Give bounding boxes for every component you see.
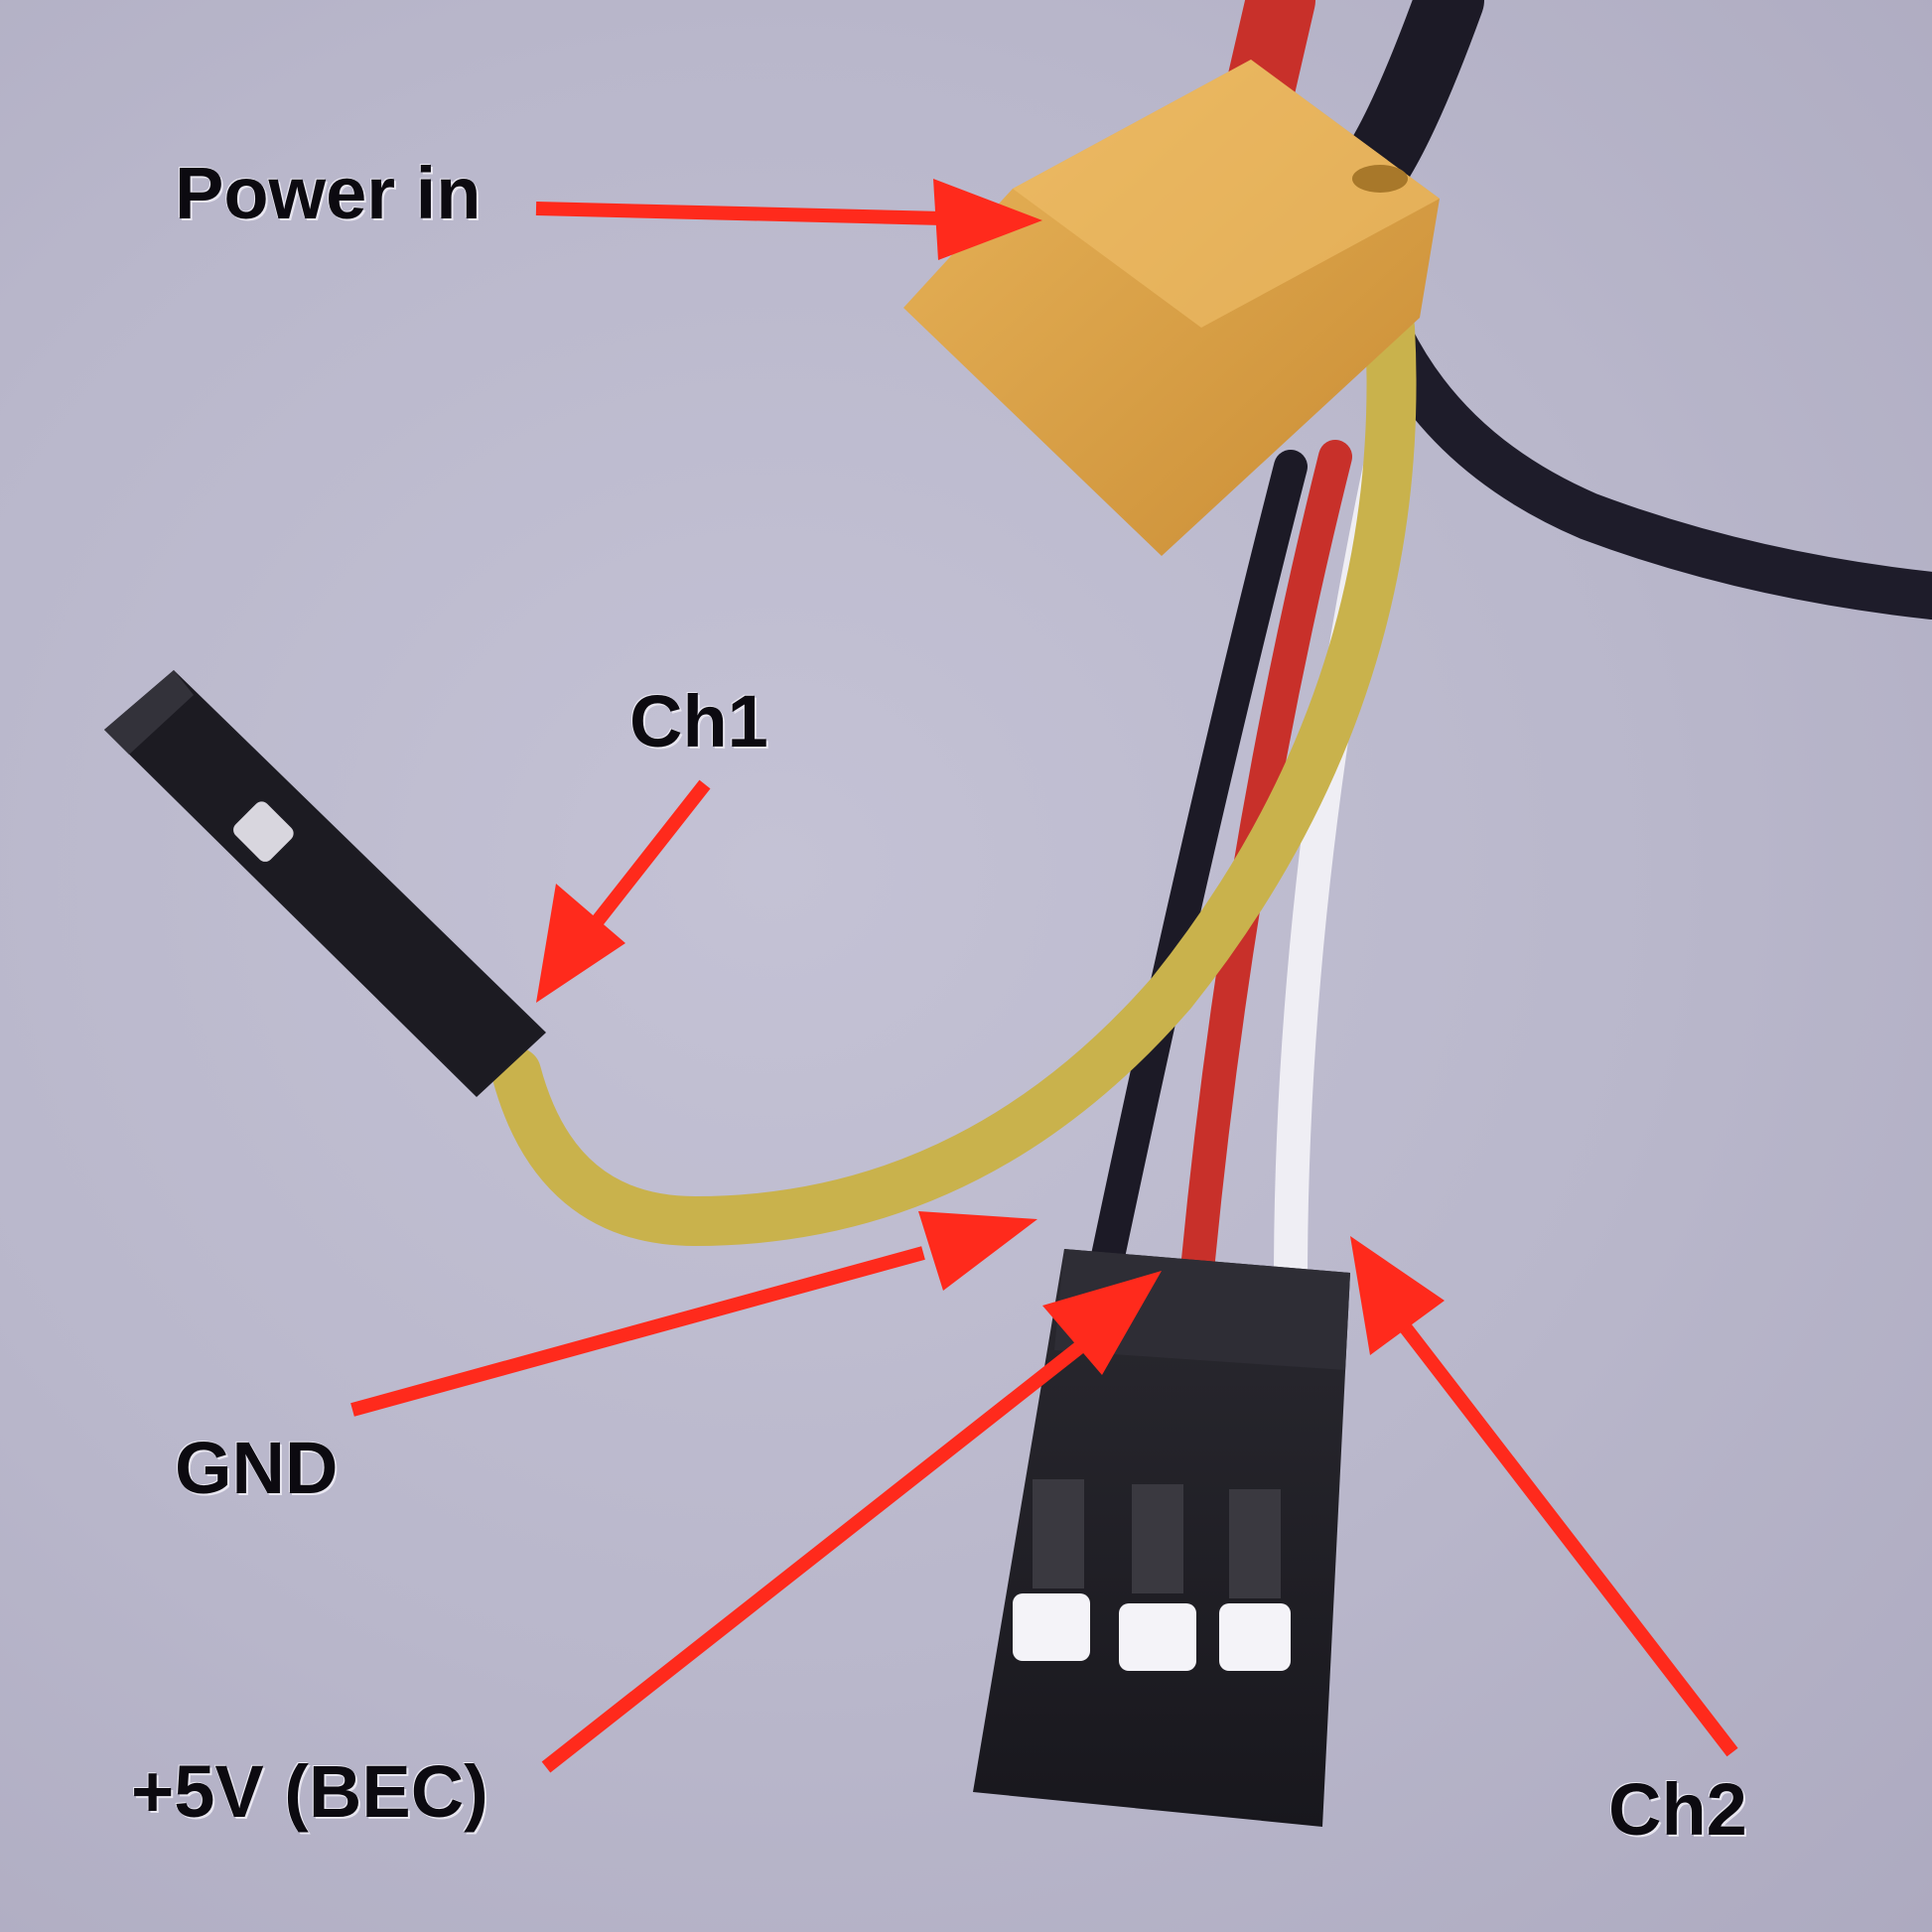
red-arrow-icon [541,1271,1162,1773]
ch2-label: Ch2 [1608,1768,1747,1851]
servo-header [973,1249,1350,1827]
red-arrow-icon [350,1211,1037,1417]
red-arrow-icon [1350,1236,1738,1757]
red-arrow-icon [536,779,711,1003]
power-in-label: Power in [175,152,482,234]
ch1-header-pin [104,670,546,1097]
gnd-label: GND [175,1427,339,1509]
annotation-arrows [350,179,1738,1773]
ch1-label: Ch1 [629,680,768,762]
yellow-signal-wire [491,303,1417,1247]
bec-5v-label: +5V (BEC) [131,1750,488,1833]
power-connector [903,60,1440,556]
red-arrow-icon [535,179,1042,260]
black-lead-wire [1366,314,1932,620]
